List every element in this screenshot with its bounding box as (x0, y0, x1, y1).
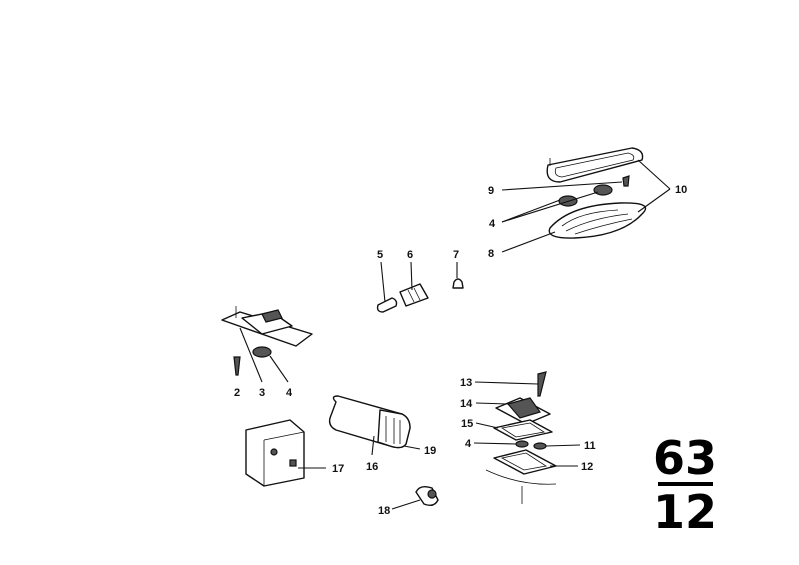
callout-4-left: 4 (286, 387, 293, 399)
callout-labels: 1 2 3 4 4 4 5 6 7 8 9 10 11 12 13 14 15 … (234, 184, 687, 517)
lamp-frame (546, 147, 644, 183)
lamp-housing-16 (328, 395, 421, 456)
grommet-left (252, 346, 272, 358)
callout-19: 19 (424, 445, 436, 457)
callout-4-top: 4 (489, 218, 496, 230)
callout-4-lower: 4 (465, 438, 472, 450)
switch-box-17 (245, 419, 326, 487)
callout-9: 9 (488, 185, 494, 197)
callout-11: 11 (584, 440, 596, 452)
screw-9 (622, 175, 630, 187)
lamp-lens (548, 202, 647, 239)
lower-right-stack (473, 371, 581, 504)
bulb-holder (399, 283, 429, 307)
screw-13 (537, 371, 547, 397)
section-divider (658, 482, 713, 486)
bulb-parts (376, 261, 464, 313)
section-number: 63 12 (653, 431, 717, 539)
body-contour (485, 469, 557, 485)
bulb-cap (452, 278, 464, 289)
section-group: 63 (653, 431, 717, 485)
callout-15: 15 (461, 418, 473, 430)
callout-17: 17 (332, 463, 344, 475)
callout-13: 13 (460, 377, 472, 389)
lamp-assembly-top-right (501, 147, 671, 253)
callout-12: 12 (581, 461, 593, 473)
callout-14: 14 (460, 398, 473, 410)
socket-plate-left (221, 306, 313, 383)
festoon-bulb (376, 297, 398, 313)
grommet-lower-right-b (533, 442, 547, 450)
callout-7: 7 (453, 249, 459, 261)
callout-10: 10 (675, 184, 687, 196)
grommet-lower-right-a (515, 440, 529, 448)
section-sub: 12 (653, 485, 717, 539)
grommet-upper (593, 184, 613, 196)
callout-2: 2 (234, 387, 240, 399)
callout-8: 8 (488, 248, 494, 260)
callout-6: 6 (407, 249, 413, 261)
callout-18: 18 (378, 505, 390, 517)
callout-16: 16 (366, 461, 378, 473)
gasket-15 (493, 419, 553, 441)
callout-3: 3 (259, 387, 265, 399)
screw-2 (233, 356, 241, 376)
callout-5: 5 (377, 249, 383, 261)
plug-18 (391, 485, 439, 510)
